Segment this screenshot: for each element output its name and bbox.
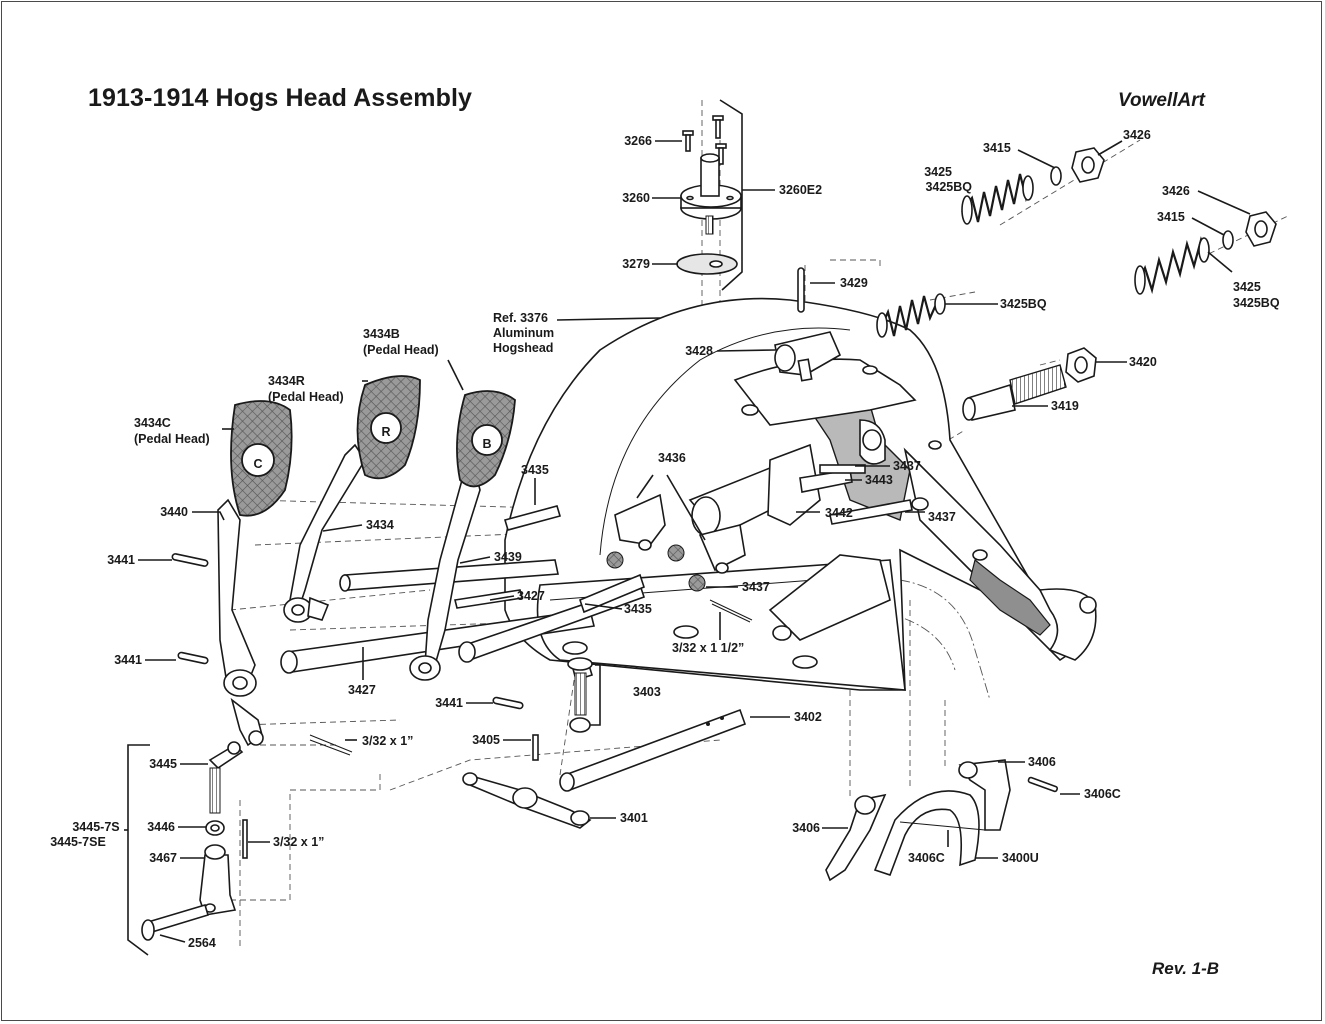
label-3436: 3436 xyxy=(658,451,686,465)
splines-3437 xyxy=(606,544,706,592)
label-3439: 3439 xyxy=(494,550,522,564)
label-3428: 3428 xyxy=(685,344,713,358)
label-3415-a: 3415 xyxy=(983,141,1011,155)
label-3405: 3405 xyxy=(472,733,500,747)
pins xyxy=(171,267,1059,859)
label-3434B-desc: (Pedal Head) xyxy=(363,343,439,357)
label-3434C-desc: (Pedal Head) xyxy=(134,432,210,446)
shaft-cams xyxy=(614,358,929,574)
label-3441-c: 3441 xyxy=(435,696,463,710)
label-3406-b: 3406 xyxy=(792,821,820,835)
part-labels: 3266 3260 3279 3260E2 3415 3426 3425 342… xyxy=(50,128,1280,950)
label-3434C: 3434C xyxy=(134,416,171,430)
pedal-reverse: R xyxy=(283,375,421,623)
label-3425BQ-a: 3425BQ xyxy=(925,180,972,194)
label-3426-b: 3426 xyxy=(1162,184,1190,198)
label-hogshead: Hogshead xyxy=(493,341,553,355)
label-3445-7S: 3445-7S xyxy=(72,820,119,834)
label-3260E2: 3260E2 xyxy=(779,183,822,197)
label-3400U: 3400U xyxy=(1002,851,1039,865)
label-3434R-desc: (Pedal Head) xyxy=(268,390,344,404)
label-3443: 3443 xyxy=(865,473,893,487)
label-3403: 3403 xyxy=(633,685,661,699)
label-3279: 3279 xyxy=(622,257,650,271)
pedal-clutch: C xyxy=(217,400,293,747)
label-3406C-b: 3406C xyxy=(908,851,945,865)
pedal-letter-r: R xyxy=(381,425,390,439)
label-3415-b: 3415 xyxy=(1157,210,1185,224)
label-cotter-1-a: 3/32 x 1” xyxy=(362,734,413,748)
label-3425BQ-c: 3425BQ xyxy=(1000,297,1047,311)
label-3446: 3446 xyxy=(147,820,175,834)
label-3260: 3260 xyxy=(622,191,650,205)
label-3441-b: 3441 xyxy=(114,653,142,667)
label-3434B: 3434B xyxy=(363,327,400,341)
gasket-3279 xyxy=(676,253,738,275)
label-3467: 3467 xyxy=(149,851,177,865)
label-3437-b: 3437 xyxy=(928,510,956,524)
screw-3266 xyxy=(682,115,727,165)
label-3429: 3429 xyxy=(840,276,868,290)
spring-3425-right xyxy=(1134,236,1210,295)
label-3434R: 3434R xyxy=(268,374,305,388)
brake-rod-group xyxy=(141,741,244,941)
page-title: 1913-1914 Hogs Head Assembly xyxy=(88,84,473,112)
pedal-letter-c: C xyxy=(253,457,262,471)
label-3401: 3401 xyxy=(620,811,648,825)
label-3437-a: 3437 xyxy=(893,459,921,473)
steering-mount-group xyxy=(676,99,743,332)
part-3428 xyxy=(774,331,842,376)
label-3420: 3420 xyxy=(1129,355,1157,369)
label-3419: 3419 xyxy=(1051,399,1079,413)
washer-3415-a xyxy=(1050,166,1062,186)
revision-mark: Rev. 1-B xyxy=(1152,959,1220,978)
lower-linkage xyxy=(462,657,747,829)
label-2564: 2564 xyxy=(188,936,216,950)
rod-3419 xyxy=(962,364,1067,421)
label-3437-c: 3437 xyxy=(742,580,770,594)
leader-lines xyxy=(124,140,1251,956)
label-3445-7SE: 3445-7SE xyxy=(50,835,106,849)
label-aluminum: Aluminum xyxy=(493,326,554,340)
label-cotter-1-5: 3/32 x 1 1/2” xyxy=(672,641,744,655)
label-3266: 3266 xyxy=(624,134,652,148)
bracket-3260 xyxy=(680,153,742,235)
label-3427-b: 3427 xyxy=(348,683,376,697)
pedal-brake: B xyxy=(409,390,516,681)
bracket-3260E2 xyxy=(719,99,743,291)
pedal-letter-b: B xyxy=(482,437,491,451)
label-3425BQ-b: 3425BQ xyxy=(1233,296,1280,310)
label-3406-a: 3406 xyxy=(1028,755,1056,769)
spring-3425BQ xyxy=(876,293,946,338)
label-3442: 3442 xyxy=(825,506,853,520)
label-3435-a: 3435 xyxy=(521,463,549,477)
label-3426-a: 3426 xyxy=(1123,128,1151,142)
label-ref-3376: Ref. 3376 xyxy=(493,311,548,325)
label-3440: 3440 xyxy=(160,505,188,519)
label-3435-b: 3435 xyxy=(624,602,652,616)
shift-fork-group xyxy=(825,759,1011,882)
label-3425-b: 3425 xyxy=(1233,280,1261,294)
washer-3415-b xyxy=(1222,230,1234,250)
label-3425-a: 3425 xyxy=(924,165,952,179)
springs xyxy=(606,147,1277,592)
label-cotter-1-b: 3/32 x 1” xyxy=(273,835,324,849)
label-3402: 3402 xyxy=(794,710,822,724)
label-3427-a: 3427 xyxy=(517,589,545,603)
label-3406C-a: 3406C xyxy=(1084,787,1121,801)
spring-3425-upper xyxy=(961,173,1034,225)
label-3441-a: 3441 xyxy=(107,553,135,567)
label-3445: 3445 xyxy=(149,757,177,771)
label-3434: 3434 xyxy=(366,518,394,532)
brand-signature: VowellArt xyxy=(1118,90,1205,111)
